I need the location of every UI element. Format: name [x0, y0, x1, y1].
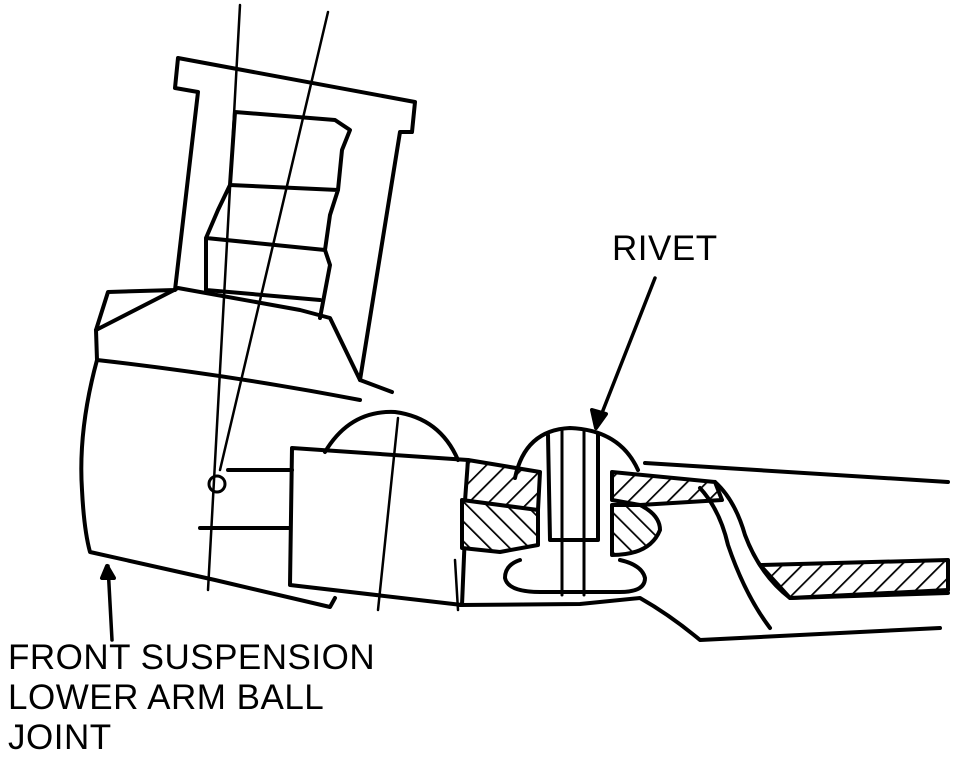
arm-section-right-lower: [610, 503, 662, 557]
ball-stud: [204, 110, 352, 320]
flange-axis-line: [376, 416, 400, 612]
arm-section-right: [610, 470, 724, 507]
rivet-leader-arrowhead: [590, 408, 608, 430]
ball-joint-shoulder: [94, 286, 362, 402]
arm-section-left-lower: [460, 498, 540, 554]
ball-joint-flange-block: [288, 446, 470, 607]
rivet-tail: [503, 558, 647, 594]
lower-arm-outline: [458, 461, 950, 642]
ball-joint-leader-arrowhead: [100, 564, 116, 580]
rivet-leader-line: [598, 276, 657, 420]
block-edge-line: [453, 558, 460, 612]
rivet-label: RIVET: [612, 229, 718, 268]
stud-axis-line-right: [218, 10, 330, 472]
rivet-shank-core: [560, 428, 586, 597]
rivet-head: [513, 426, 640, 480]
ball-joint-label-line-2: LOWER ARM BALL: [8, 678, 325, 717]
lower-arm-flange: [758, 558, 950, 600]
rivet-shank: [546, 433, 600, 542]
ball-joint-label-line-1: FRONT SUSPENSION: [8, 638, 376, 677]
stud-pivot-point: [207, 474, 227, 494]
ball-joint-label-line-3: JOINT: [8, 718, 112, 757]
flange-dome: [323, 409, 460, 462]
ball-joint-stub-lines: [198, 468, 294, 530]
lower-arm-bend-inner: [698, 486, 772, 630]
ball-joint-label: FRONT SUSPENSION LOWER ARM BALL JOINT: [8, 638, 408, 758]
ball-joint-housing: [79, 56, 417, 609]
